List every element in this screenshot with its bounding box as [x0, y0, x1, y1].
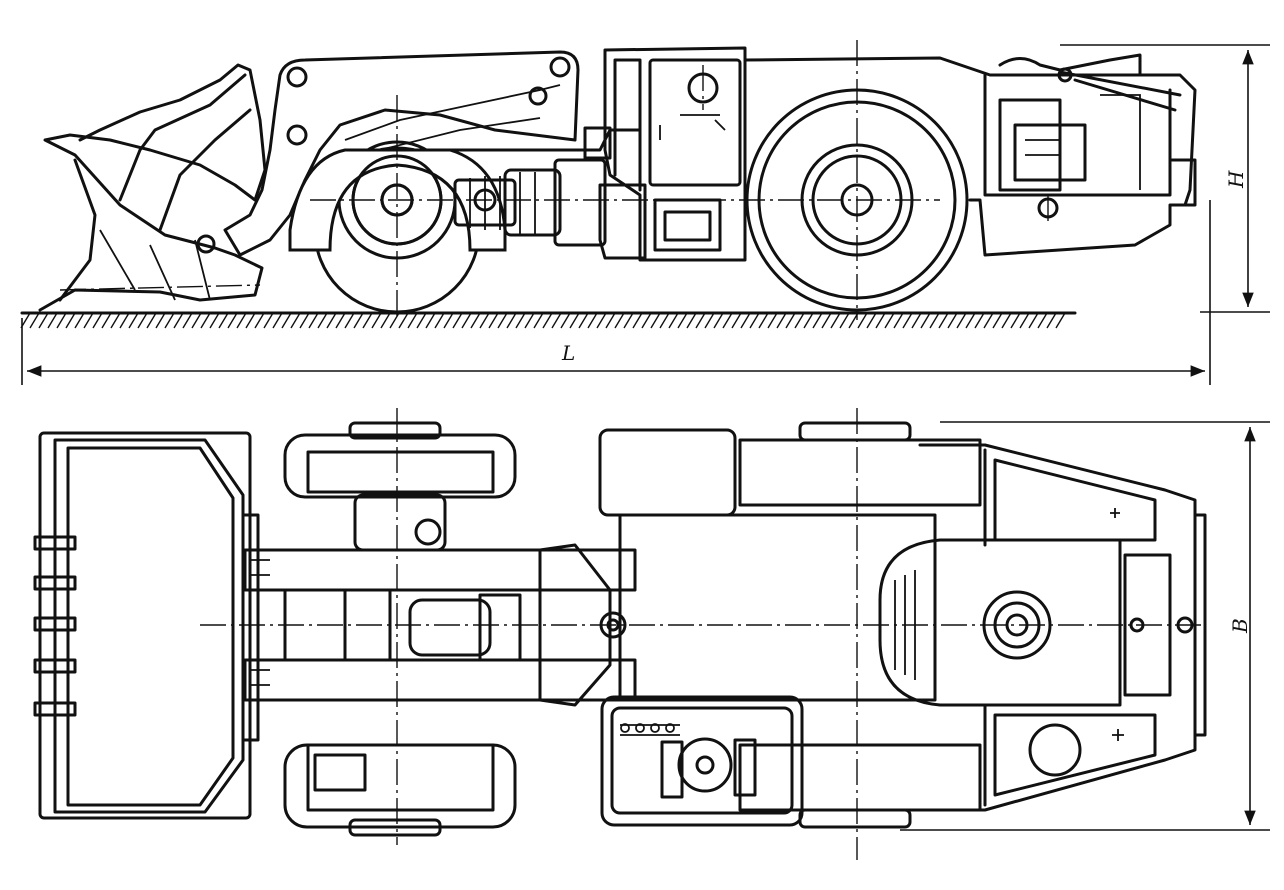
width-label: B [1228, 618, 1252, 634]
top-view [33, 408, 1207, 860]
operator-cab-top [600, 695, 804, 827]
height-label: H [1224, 170, 1248, 189]
ground-line [20, 311, 1077, 329]
front-axle-top [243, 421, 637, 837]
cab-section [598, 46, 747, 262]
dimension-l: L [21, 200, 1211, 385]
boom-arm [223, 50, 580, 257]
bucket [38, 63, 267, 312]
length-label: L [561, 341, 575, 365]
rear-body [743, 53, 1197, 257]
dimension-b: B [900, 421, 1270, 831]
ground-hatching [20, 312, 1066, 329]
side-view [20, 40, 1197, 329]
dimension-h: H [1060, 44, 1270, 313]
